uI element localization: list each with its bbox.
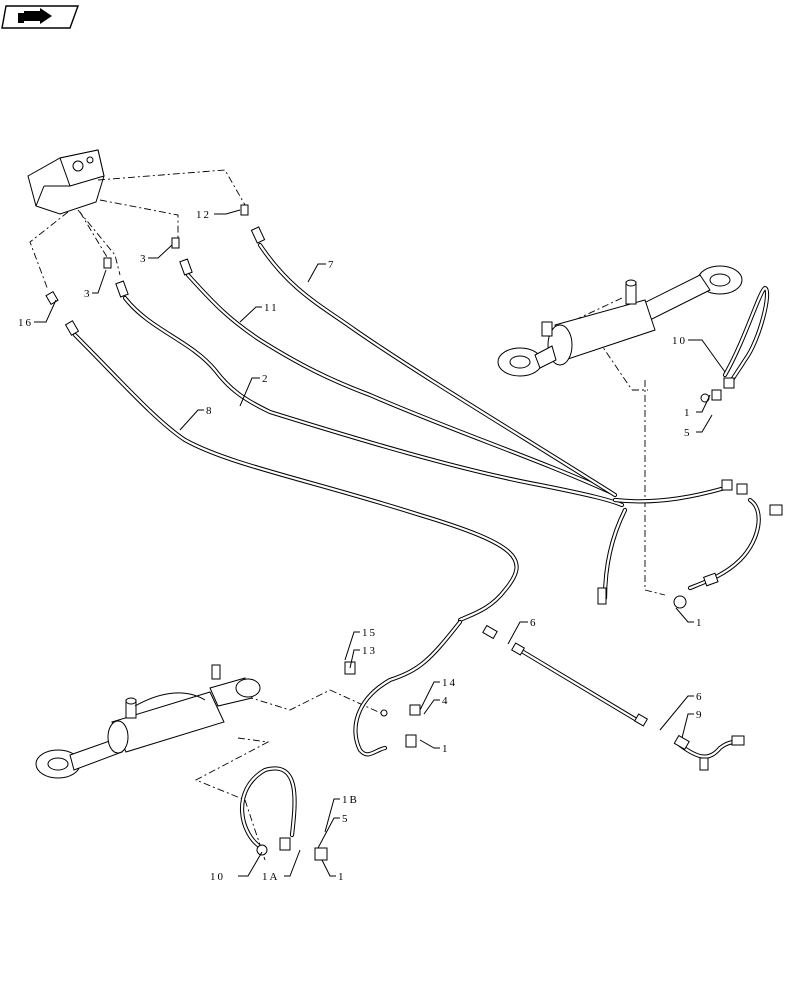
callout-15: 15	[362, 627, 377, 639]
callout-9: 9	[696, 709, 704, 721]
callout-3-left: 3	[84, 288, 92, 300]
callout-13: 13	[362, 645, 377, 657]
next-page-arrow-icon[interactable]	[1, 5, 79, 29]
callout-4: 4	[442, 695, 450, 707]
callout-leaders	[34, 209, 726, 877]
fittings	[45, 204, 783, 861]
callout-1-middle: 1	[442, 743, 450, 755]
callout-5-lower: 5	[342, 813, 350, 825]
callout-10-lower: 10	[210, 871, 225, 883]
callout-11: 11	[264, 302, 279, 314]
hydraulic-hoses	[72, 242, 770, 851]
callout-12: 12	[196, 209, 211, 221]
callout-10-upper: 10	[672, 335, 687, 347]
alignment-lines	[29, 169, 666, 861]
callout-1B: 1B	[342, 794, 359, 806]
callout-1-upper: 1	[684, 407, 692, 419]
callout-3-right: 3	[140, 253, 148, 265]
upper-right-cylinder	[497, 265, 743, 377]
callout-labels: 16 3 3 12 7 11 2 8 10 1 5 1 6 15 13 14 4…	[18, 209, 704, 883]
control-valve-block	[27, 149, 105, 215]
callout-14: 14	[442, 677, 457, 689]
callout-5-upper: 5	[684, 427, 692, 439]
callout-6-lower: 6	[696, 691, 704, 703]
callout-16: 16	[18, 317, 33, 329]
callout-1-right: 1	[696, 617, 704, 629]
lower-left-cylinder	[35, 664, 261, 779]
callout-8: 8	[206, 405, 214, 417]
callout-1-lower: 1	[338, 871, 346, 883]
callout-2: 2	[262, 373, 270, 385]
callout-1A: 1A	[262, 871, 279, 883]
callout-7: 7	[328, 259, 336, 271]
callout-6-upper: 6	[530, 617, 538, 629]
